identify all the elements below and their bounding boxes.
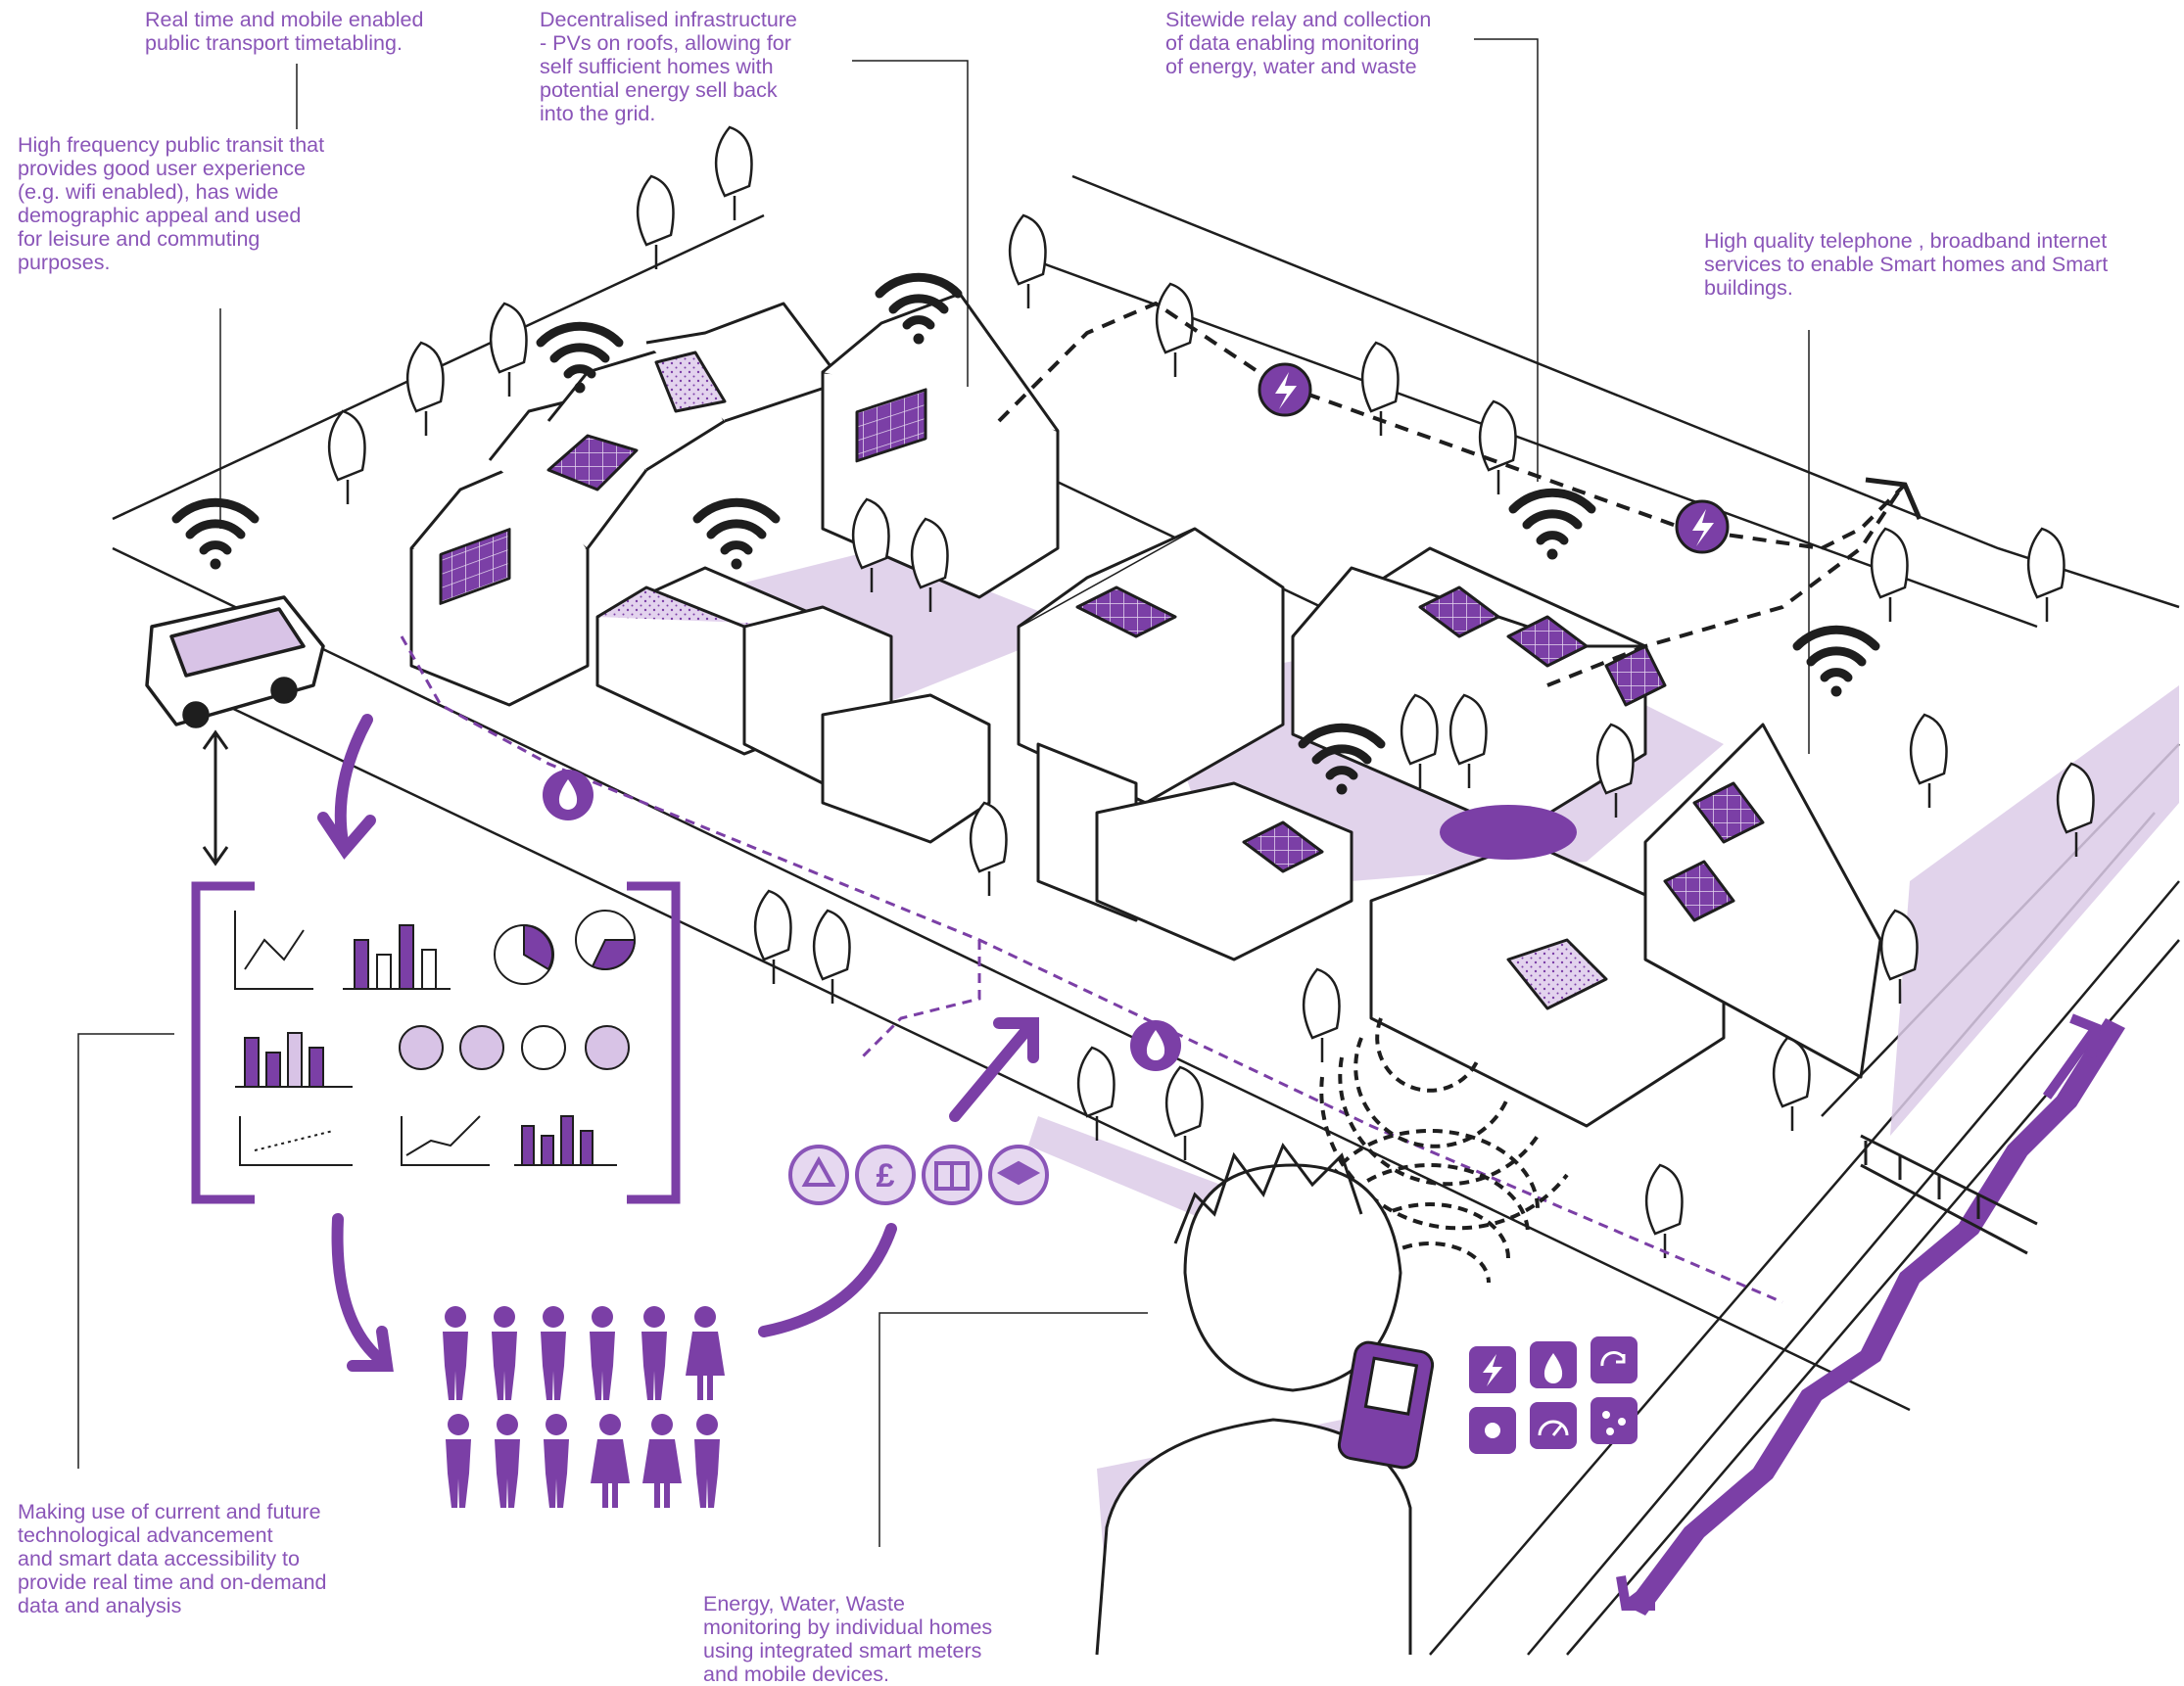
house-cluster-centre xyxy=(595,566,991,844)
person-icon xyxy=(446,1414,471,1508)
sun-icon xyxy=(1469,1407,1516,1454)
annotation-home-monitoring: Energy, Water, Waste monitoring by indiv… xyxy=(703,1592,993,1686)
bus-to-data-arrow xyxy=(202,729,229,866)
bar-chart-icon xyxy=(514,1115,617,1166)
recycle-icon xyxy=(1591,1336,1638,1383)
person-icon xyxy=(541,1306,566,1400)
graduation-cap-icon xyxy=(988,1145,1049,1205)
pie-chart-icon xyxy=(575,910,637,970)
flow-arrows xyxy=(317,714,1039,1372)
clock-icons xyxy=(399,1025,630,1070)
line-chart-icon xyxy=(234,911,313,990)
broadcast-waves-home xyxy=(1319,1017,1569,1231)
person-icon xyxy=(642,1414,682,1508)
annotation-telephone-broadband: High quality telephone , broadband inter… xyxy=(1704,229,2109,300)
pond xyxy=(1440,805,1577,860)
person-icon xyxy=(694,1414,720,1508)
service-icons: £ xyxy=(788,1145,1049,1205)
resident-with-phone xyxy=(1095,1142,1435,1656)
annotation-transport-timetabling: Real time and mobile enabled public tran… xyxy=(145,8,424,55)
network-icon xyxy=(788,1145,849,1205)
person-icon xyxy=(686,1306,725,1400)
pie-chart-icon xyxy=(494,923,554,985)
person-icon xyxy=(495,1414,520,1508)
bridge xyxy=(1860,1134,2038,1255)
water-drop-icon xyxy=(1530,1341,1577,1388)
pound-icon: £ xyxy=(855,1145,916,1205)
annotation-public-transit: High frequency public transit that provi… xyxy=(18,133,325,274)
bar-chart-icon xyxy=(343,924,451,990)
river xyxy=(1626,1018,2125,1616)
lightning-icon xyxy=(1258,362,1312,417)
data-relay-arrowhead xyxy=(1865,477,1923,520)
wifi-icons xyxy=(171,272,1880,795)
svg-text:£: £ xyxy=(877,1157,895,1194)
scatter-chart-icon xyxy=(239,1116,353,1166)
annotation-sitewide-relay: Sitewide relay and collection of data en… xyxy=(1165,8,1432,78)
water-drop-icon xyxy=(1130,1020,1181,1071)
river-flow-arrows xyxy=(1616,1013,2102,1611)
annotation-leader-lines xyxy=(77,38,1810,1547)
lightning-icon xyxy=(1675,499,1730,554)
person-icon xyxy=(591,1414,630,1508)
water-network-path xyxy=(400,635,1783,1304)
book-icon xyxy=(922,1145,982,1205)
line-chart-icon xyxy=(401,1115,490,1166)
waste-icon xyxy=(1591,1397,1638,1444)
person-icon xyxy=(492,1306,517,1400)
lightning-icon xyxy=(1469,1346,1516,1393)
gauge-icon xyxy=(1530,1402,1577,1449)
bar-chart-icon xyxy=(235,1032,353,1088)
data-dashboard xyxy=(191,881,681,1204)
water-drop-icon xyxy=(543,770,593,820)
person-icon xyxy=(443,1306,468,1400)
people-group xyxy=(443,1306,725,1508)
house-cluster-east xyxy=(1017,527,1882,1128)
bus-icon xyxy=(145,595,325,728)
person-icon xyxy=(641,1306,667,1400)
person-icon xyxy=(544,1414,569,1508)
trees xyxy=(327,125,2095,1258)
utility-icon-grid xyxy=(1469,1336,1638,1454)
annotation-decentralised-infrastructure: Decentralised infrastructure - PVs on ro… xyxy=(540,8,797,125)
annotation-technological-advancement: Making use of current and future technol… xyxy=(18,1500,327,1617)
person-icon xyxy=(590,1306,615,1400)
